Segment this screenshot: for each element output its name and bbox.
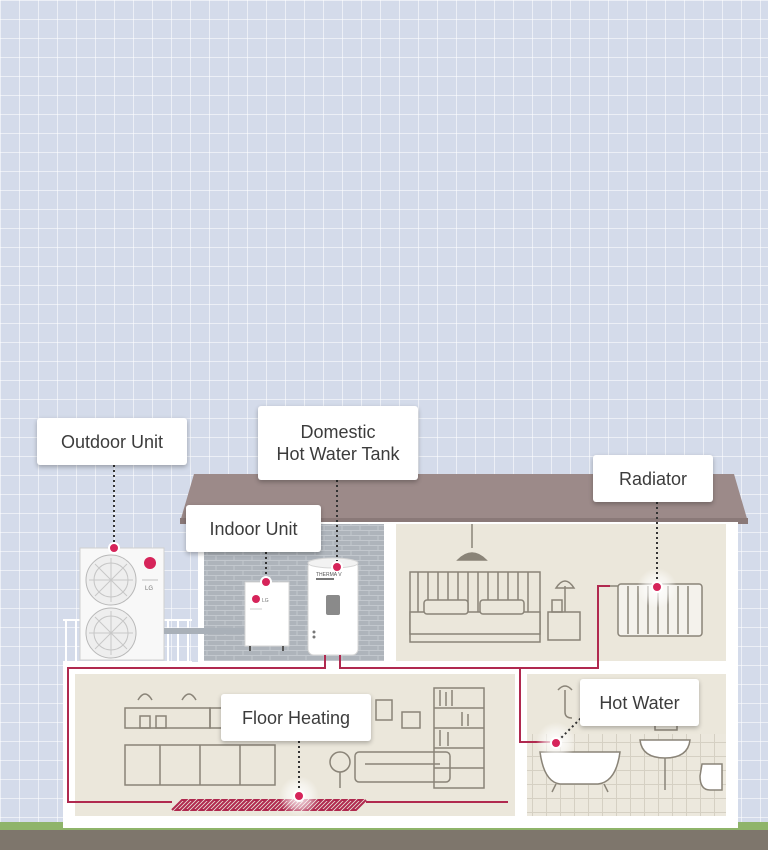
indoor-unit — [244, 581, 290, 651]
indoor-unit-marker — [260, 576, 272, 588]
indoor-brand-mark: LG — [262, 598, 269, 604]
bathroom-fixtures — [539, 685, 723, 793]
floor-heating-marker — [293, 790, 305, 802]
radiator-marker — [651, 581, 663, 593]
hot-water-tank-label: Domestic Hot Water Tank — [258, 406, 418, 480]
outdoor-unit-label: Outdoor Unit — [37, 418, 187, 465]
heating-pipes — [67, 585, 610, 803]
hot-water-tank-label-line2: Hot Water Tank — [276, 444, 400, 464]
floor-heating-label-text: Floor Heating — [241, 707, 351, 728]
hot-water-tank — [307, 557, 359, 656]
hot-water-label-text: Hot Water — [599, 692, 680, 713]
bedroom-furniture — [409, 524, 581, 643]
hot-water-tank-label-line1: Domestic — [300, 422, 376, 442]
marker-dots — [108, 542, 663, 802]
radiator — [610, 583, 703, 637]
radiator-label: Radiator — [593, 455, 713, 502]
floor-heating-coils — [171, 799, 367, 811]
refrigerant-pipe — [164, 628, 246, 634]
indoor-unit-label-text: Indoor Unit — [209, 518, 298, 539]
outdoor-unit-marker — [108, 542, 120, 554]
lg-logo-icon — [252, 595, 260, 603]
outdoor-brand-mark: LG — [145, 586, 153, 592]
radiator-label-text: Radiator — [618, 468, 688, 489]
tank-marker — [331, 561, 343, 573]
hot-water-label: Hot Water — [580, 679, 699, 726]
lg-logo-icon — [144, 557, 156, 569]
hot-water-marker — [550, 737, 562, 749]
floor-heating-label: Floor Heating — [221, 694, 371, 741]
outdoor-unit — [79, 547, 165, 661]
leader-lines — [113, 465, 658, 792]
kitchen-living-furniture — [124, 687, 485, 789]
outdoor-unit-label-text: Outdoor Unit — [60, 431, 164, 452]
tank-brand-mark: THERMA V — [316, 572, 342, 578]
indoor-unit-label: Indoor Unit — [186, 505, 321, 552]
